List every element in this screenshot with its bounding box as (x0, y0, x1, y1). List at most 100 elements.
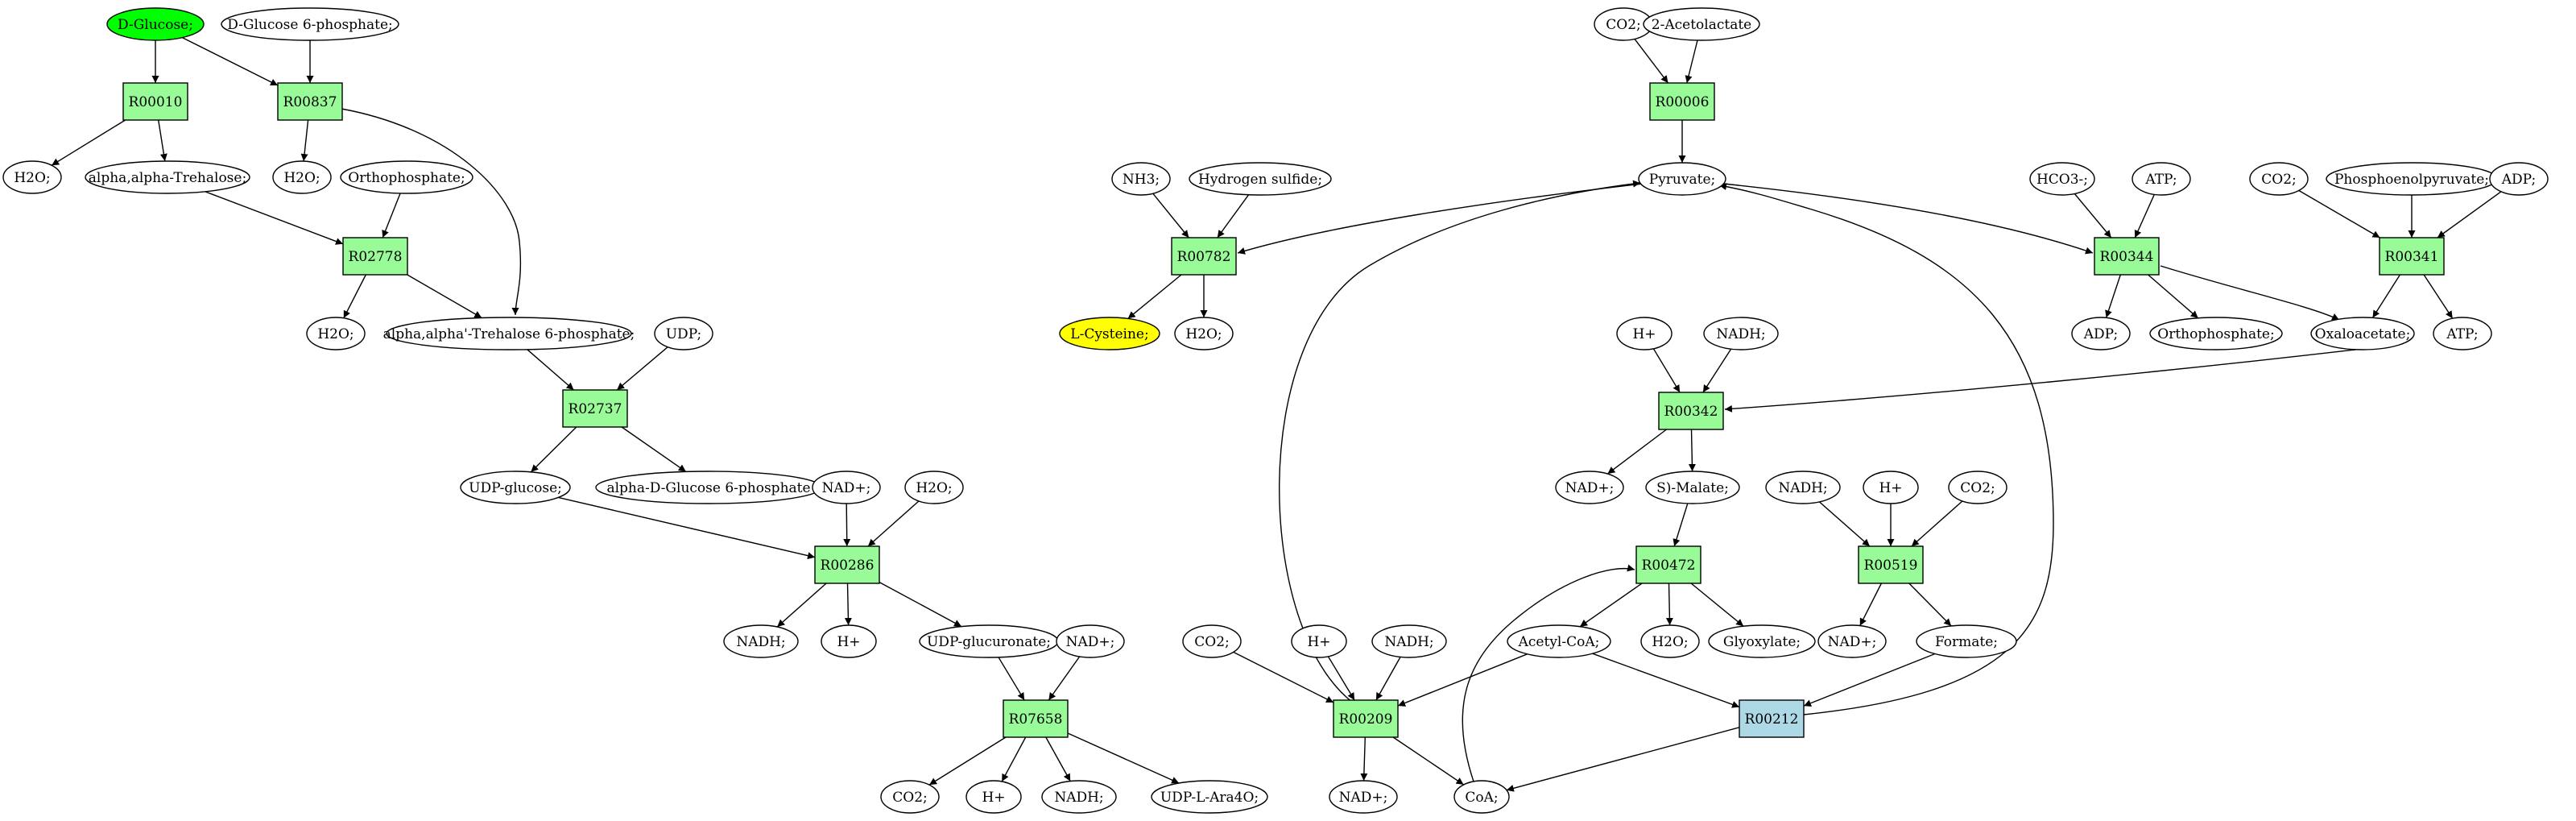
compound-ellipse (1182, 624, 1242, 658)
compound-ellipse (1555, 471, 1624, 504)
compound-node-n_h2o_1: H2O; (2, 160, 62, 194)
edge-R07658-to-n_co2_1 (928, 736, 1007, 786)
node-label: D-Glucose 6-phosphate; (227, 17, 393, 33)
reaction-box (2094, 237, 2160, 276)
reaction-node-R02737: R02737 (562, 389, 628, 428)
edge-R00344-to-n_adp_1 (2105, 274, 2121, 318)
node-label: R00344 (2100, 249, 2154, 265)
node-label: Phosphoenolpyruvate; (2334, 172, 2489, 188)
compound-ellipse (1863, 471, 1919, 504)
node-label: Acetyl-CoA; (1518, 634, 1600, 650)
compound-ellipse (1645, 471, 1740, 504)
edge-R00209-to-n_pyruvate (1279, 180, 1641, 703)
node-label: NAD+; (1565, 480, 1615, 496)
reaction-node-R00010: R00010 (122, 82, 188, 121)
compound-node-n_h2o_3: H2O; (306, 317, 366, 350)
node-label: H2O; (317, 326, 354, 342)
node-label: NAD+; (1339, 790, 1388, 806)
edge-R02737-to-n_adg6p (621, 426, 687, 472)
compound-ellipse (654, 317, 713, 350)
node-label: R00341 (2385, 249, 2439, 265)
edges-layer (51, 36, 2502, 792)
node-label: alpha,alpha'-Trehalose 6-phosphate; (383, 326, 635, 342)
compound-node-n_hplus_3: H+ (1616, 317, 1673, 350)
reaction-box (2379, 237, 2445, 276)
compound-ellipse (306, 317, 366, 350)
compound-ellipse (1948, 471, 2007, 504)
compound-node-n_trehalose: alpha,alpha-Trehalose; (85, 160, 250, 194)
reaction-box (122, 82, 188, 121)
node-label: ADP; (2501, 172, 2536, 188)
compound-node-n_nadh_4: NADH; (1765, 471, 1841, 504)
compound-node-n_nadh_1: NADH; (723, 624, 799, 658)
node-label: D-Glucose; (118, 17, 193, 33)
compound-ellipse (2310, 317, 2415, 350)
node-label: CO2; (1194, 634, 1230, 650)
reaction-box (814, 545, 880, 584)
node-label: R02737 (569, 401, 622, 417)
edge-R00342-to-n_smalate (1688, 429, 1696, 472)
edge-R00342-to-n_nadp_3 (1606, 429, 1667, 475)
edge-n_nh3-to-R00782 (1152, 193, 1189, 238)
edge-n_adp_2-to-R00341 (2437, 191, 2502, 238)
reaction-box (1003, 699, 1069, 738)
node-label: Formate; (1935, 634, 1998, 650)
edge-R00341-to-n_oaa (2371, 274, 2400, 318)
edge-n_ortho_1-to-R02778 (382, 193, 401, 238)
compound-node-n_nadp_1: NAD+; (812, 471, 881, 504)
edge-R07658-to-n_udpara (1067, 732, 1180, 784)
edge-R00472-to-n_acetylcoa (1579, 583, 1643, 628)
compound-ellipse (340, 160, 473, 194)
edge-R00837-to-n_h2o_2 (300, 119, 309, 162)
compound-node-n_lcys: L-Cysteine; (1059, 317, 1160, 350)
compound-ellipse (1371, 624, 1447, 658)
node-label: CO2; (892, 790, 928, 806)
compound-ellipse (2489, 162, 2549, 196)
edge-R00344-to-n_oaa (2160, 265, 2340, 321)
node-label: alpha-D-Glucose 6-phosphate (606, 480, 810, 496)
reaction-box (277, 82, 343, 121)
compound-node-n_hplus_1: H+ (821, 624, 877, 658)
reaction-box (1649, 82, 1715, 121)
compound-ellipse (2029, 162, 2095, 196)
node-label: CO2; (1960, 480, 1995, 496)
node-label: R00212 (1745, 711, 1799, 728)
edge-R00344-to-n_ortho_2 (2148, 274, 2199, 319)
compound-node-n_co2_3: CO2; (2249, 162, 2309, 196)
node-label: Pyruvate; (1649, 172, 1715, 188)
edge-R00472-to-n_glyoxylate (1690, 583, 1744, 627)
edge-R00212-to-n_pyruvate (1718, 183, 2054, 715)
edge-n_nadh_5-to-R00209 (1375, 657, 1401, 701)
node-label: R00782 (1177, 249, 1231, 265)
edge-n_formate-to-R00212 (1803, 653, 1936, 707)
edge-R07658-to-n_nadh_2 (1045, 736, 1071, 782)
compound-node-n_h2s: Hydrogen sulfide; (1189, 162, 1332, 196)
compound-ellipse (1111, 162, 1171, 196)
node-label: R07658 (1009, 711, 1063, 728)
compound-ellipse (1640, 624, 1700, 658)
node-label: H+ (837, 634, 860, 650)
compound-ellipse (1916, 624, 2017, 658)
compound-node-n_hplus_2: H+ (965, 780, 1022, 814)
edge-R00837-to-n_t6p (341, 108, 522, 316)
compound-node-n_t6p: alpha,alpha'-Trehalose 6-phosphate; (383, 317, 635, 350)
node-label: R02778 (349, 249, 403, 265)
compound-node-n_pyruvate: Pyruvate; (1638, 162, 1726, 196)
node-label: L-Cysteine; (1070, 326, 1148, 342)
compound-node-n_co2_5: CO2; (1182, 624, 1242, 658)
edge-n_co2_5-to-R00209 (1233, 651, 1334, 703)
edge-n_hplus_3-to-R00342 (1652, 348, 1681, 393)
edge-R00010-to-n_trehalose (158, 119, 167, 162)
node-label: R00472 (1642, 558, 1696, 574)
node-label: R00837 (283, 94, 337, 110)
reaction-node-R00006: R00006 (1649, 82, 1715, 121)
compound-node-n_adp_1: ADP; (2071, 317, 2131, 350)
node-label: NAD+; (822, 480, 871, 496)
node-label: NADH; (1778, 480, 1827, 496)
edge-n_smalate-to-R00472 (1673, 503, 1689, 547)
compound-node-n_h2o_6: H2O; (1640, 624, 1700, 658)
edge-R07658-to-n_hplus_2 (1001, 736, 1027, 782)
node-label: ADP; (2083, 326, 2118, 342)
compound-node-n_glyoxylate: Glyoxylate; (1708, 624, 1816, 658)
